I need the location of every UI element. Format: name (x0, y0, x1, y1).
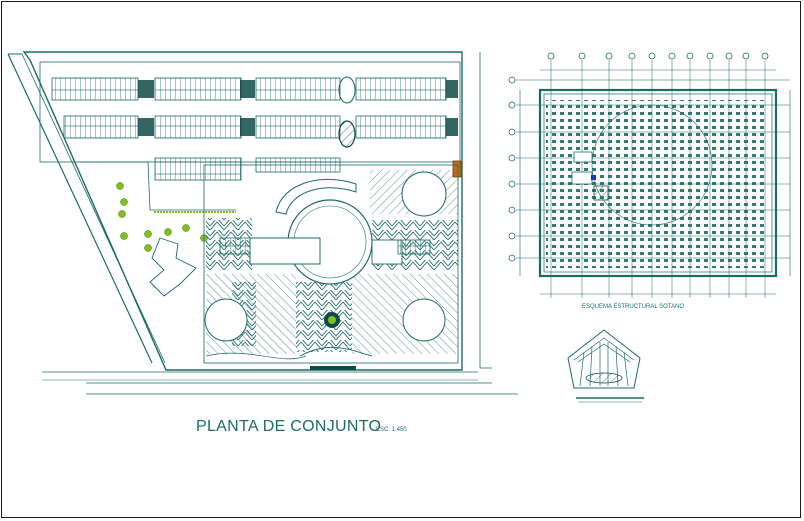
building-elevation-sketch (567, 329, 644, 403)
main-building (219, 178, 431, 285)
drawing-scale: ESC. 1.450 (376, 427, 407, 433)
site-plan (7, 51, 518, 395)
drawing-title: PLANTA DE CONJUNTO (196, 418, 382, 435)
street-edge (7, 53, 153, 364)
basement-plan-label: ESQUEMA ESTRUCTURAL SOTANO (582, 304, 685, 310)
plaza (203, 164, 459, 364)
basement-structure-plan (508, 52, 791, 298)
garden-area (80, 161, 236, 297)
